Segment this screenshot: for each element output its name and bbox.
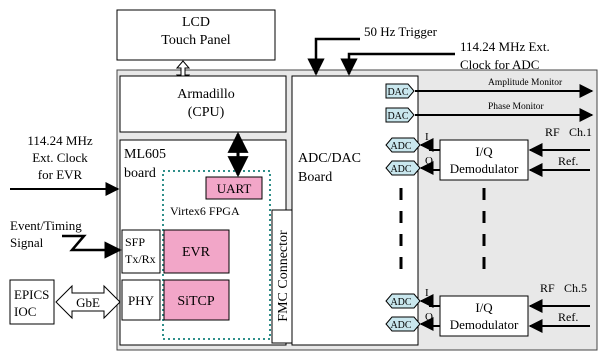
ch5-q-label: Q (425, 311, 433, 323)
uart-label: UART (217, 181, 252, 196)
dac-phase-block (385, 107, 415, 123)
gbe-label: GbE (76, 295, 100, 310)
ch1-rf-label: RF (545, 125, 560, 139)
ch5-label: Ch.5 (564, 281, 587, 295)
ch5-rf-label: RF (540, 281, 555, 295)
adc-ch5-q-label: ADC (390, 320, 411, 331)
sitcp-box (163, 279, 230, 321)
armadillo-cpu-box (119, 75, 287, 133)
ch5-ref-label: Ref. (558, 310, 578, 324)
iq-demodulator-ch1-box (439, 139, 529, 181)
ch1-ref-label: Ref. (558, 154, 578, 168)
adc-ch1-i-block (385, 137, 421, 153)
fmc-connector-label: FMC Connector (276, 230, 291, 322)
adc-ch5-q-block (385, 316, 421, 332)
adc-ch5-i-block (385, 293, 421, 309)
dac-amplitude-block (385, 83, 415, 99)
event-timing-line (62, 234, 122, 259)
ch1-i-label: I (425, 131, 429, 143)
dac-phase-label: DAC (387, 111, 408, 122)
gbe-double-arrow (55, 284, 121, 320)
armadillo-cpu-label: Armadillo(CPU) (177, 87, 235, 120)
adc-ch1-q-block (385, 160, 421, 176)
amplitude-monitor-label: Amplitude Monitor (488, 78, 563, 88)
ch1-q-label: Q (425, 155, 433, 167)
trigger-signal-line (307, 37, 360, 76)
ch5-i-line (419, 294, 440, 308)
ch5-i-label: I (425, 287, 429, 299)
evr-label: EVR (182, 245, 211, 260)
sitcp-label: SiTCP (177, 294, 215, 309)
ch1-label: Ch.1 (569, 125, 592, 139)
adc-clock-line (340, 52, 455, 76)
fpga-region (162, 170, 271, 340)
adc-ch1-i-label: ADC (390, 141, 411, 152)
dac-amplitude-label: DAC (387, 87, 408, 98)
evr-box (163, 229, 230, 274)
phy-label: PHY (128, 293, 155, 308)
sfp-box (121, 229, 161, 274)
phy-box (121, 279, 161, 321)
ch5-q-line (419, 317, 440, 331)
iq-demodulator-ch5-box (439, 295, 529, 337)
phase-monitor-label: Phase Monitor (488, 102, 545, 112)
ch1-i-line (419, 138, 440, 152)
adc-ch5-i-label: ADC (390, 297, 411, 308)
adc-ch1-q-label: ADC (390, 164, 411, 175)
ch1-q-line (419, 161, 440, 175)
trigger-label: 50 Hz Trigger (364, 24, 438, 39)
epics-ioc-box (9, 279, 55, 325)
adc-clock-label: 114.24 MHz Ext.Clock for ADC (460, 39, 550, 72)
fpga-label: Virtex6 FPGA (170, 204, 240, 218)
lcd-touch-panel-box (116, 9, 276, 61)
